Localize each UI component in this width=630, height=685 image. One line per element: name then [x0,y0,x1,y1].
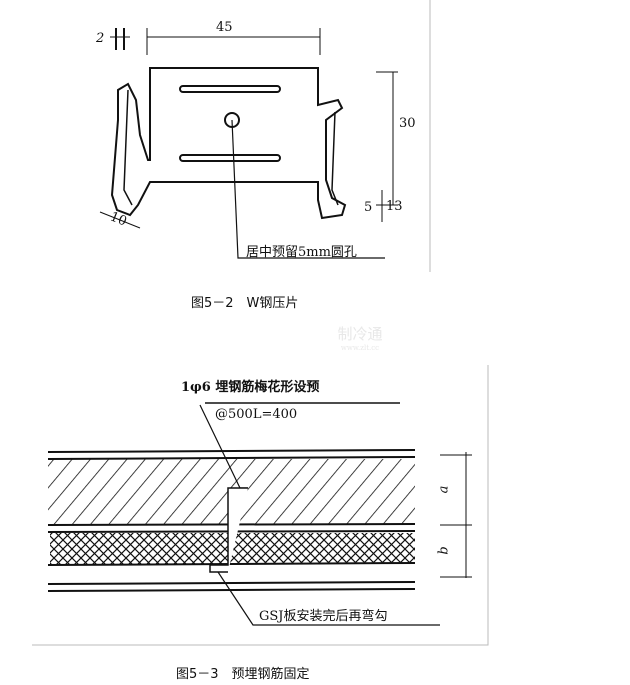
dim-width: 45 [216,20,233,35]
watermark-url: www.zlt.cc [340,344,380,352]
dim-lip1: 5 [364,200,373,215]
dim-thickness: 2 [96,31,105,46]
dim-height: 30 [399,116,416,131]
embedded-rebar-drawing [32,365,489,646]
w-steel-pressing-drawing [99,0,431,272]
dim-b: b [436,546,452,555]
rebar-note: 1φ6 埋钢筋梅花形设预 [181,380,320,395]
dim-a: a [436,485,452,494]
watermark: 制冷通 www.zlt.cc [310,323,410,352]
figure-5-3-caption: 图5－3 预埋钢筋固定 [176,667,310,682]
figure-5-2-caption: 图5－2 W钢压片 [191,296,299,311]
rebar-spacing-note: @500L=400 [215,407,298,422]
hook-note: GSJ板安装完后再弯勾 [259,609,388,624]
watermark-title: 制冷通 [337,325,383,343]
hole-note: 居中预留5mm圆孔 [246,245,357,260]
dim-lip2: 13 [386,199,403,214]
